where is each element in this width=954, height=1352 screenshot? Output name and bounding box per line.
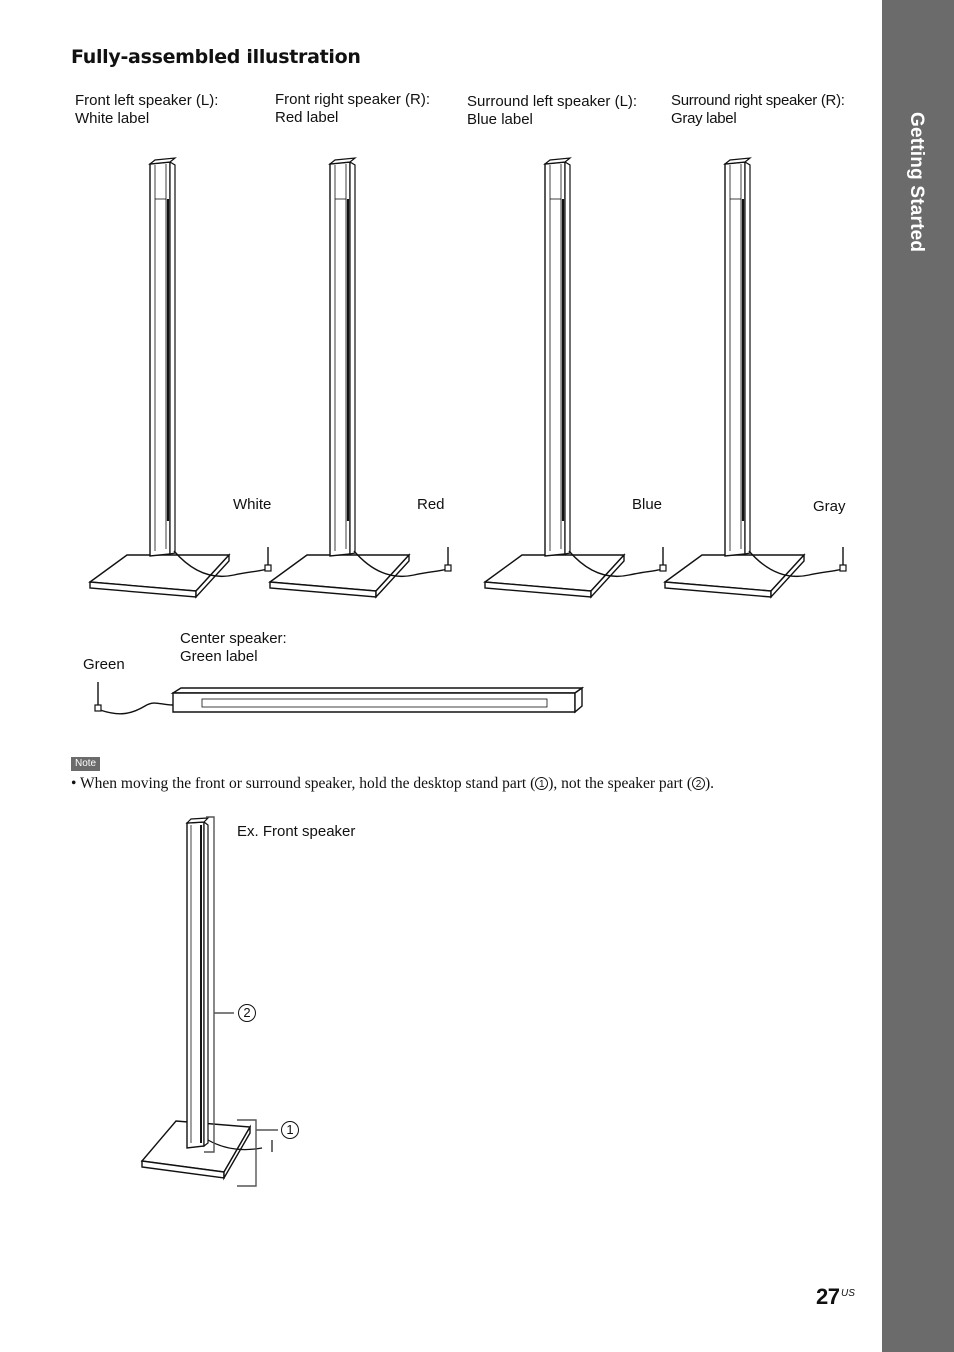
marker-stand-part: 1	[535, 777, 549, 790]
marker-speaker-part: 2	[692, 777, 706, 790]
page-number: 27	[816, 1284, 840, 1309]
note-badge: Note	[71, 757, 101, 771]
section-tab-label: Getting Started	[906, 112, 927, 253]
center-speaker-label: Center speaker:Green label	[180, 630, 287, 665]
cable-label-blue: Blue	[632, 496, 663, 513]
cable-label-red: Red	[417, 496, 445, 513]
example-caption: Ex. Front speaker	[237, 823, 356, 840]
surround-left-speaker-drawing	[483, 156, 668, 599]
surround-right-speaker-label: Surround right speaker (R):Gray label	[671, 92, 845, 127]
cable-label-gray: Gray	[813, 498, 846, 515]
front-right-speaker-label: Front right speaker (R):Red label	[275, 91, 431, 126]
page-heading: Fully-assembled illustration	[71, 46, 361, 68]
callout-stand-part: 1	[281, 1121, 299, 1139]
surround-left-speaker-label: Surround left speaker (L):Blue label	[467, 93, 638, 128]
cable-label-white: White	[233, 496, 272, 513]
front-left-speaker-label: Front left speaker (L):White label	[75, 92, 219, 127]
front-right-speaker-drawing	[268, 156, 453, 599]
example-front-speaker-drawing	[140, 816, 278, 1187]
center-speaker-drawing	[94, 682, 585, 715]
surround-right-speaker-drawing	[663, 156, 848, 599]
note-text: • When moving the front or surround spea…	[71, 775, 715, 792]
front-left-speaker-drawing	[88, 156, 273, 599]
cable-label-green: Green	[83, 656, 125, 673]
page-number-suffix: US	[841, 1288, 855, 1299]
section-sidebar	[882, 0, 954, 1352]
callout-speaker-part: 2	[238, 1004, 256, 1022]
